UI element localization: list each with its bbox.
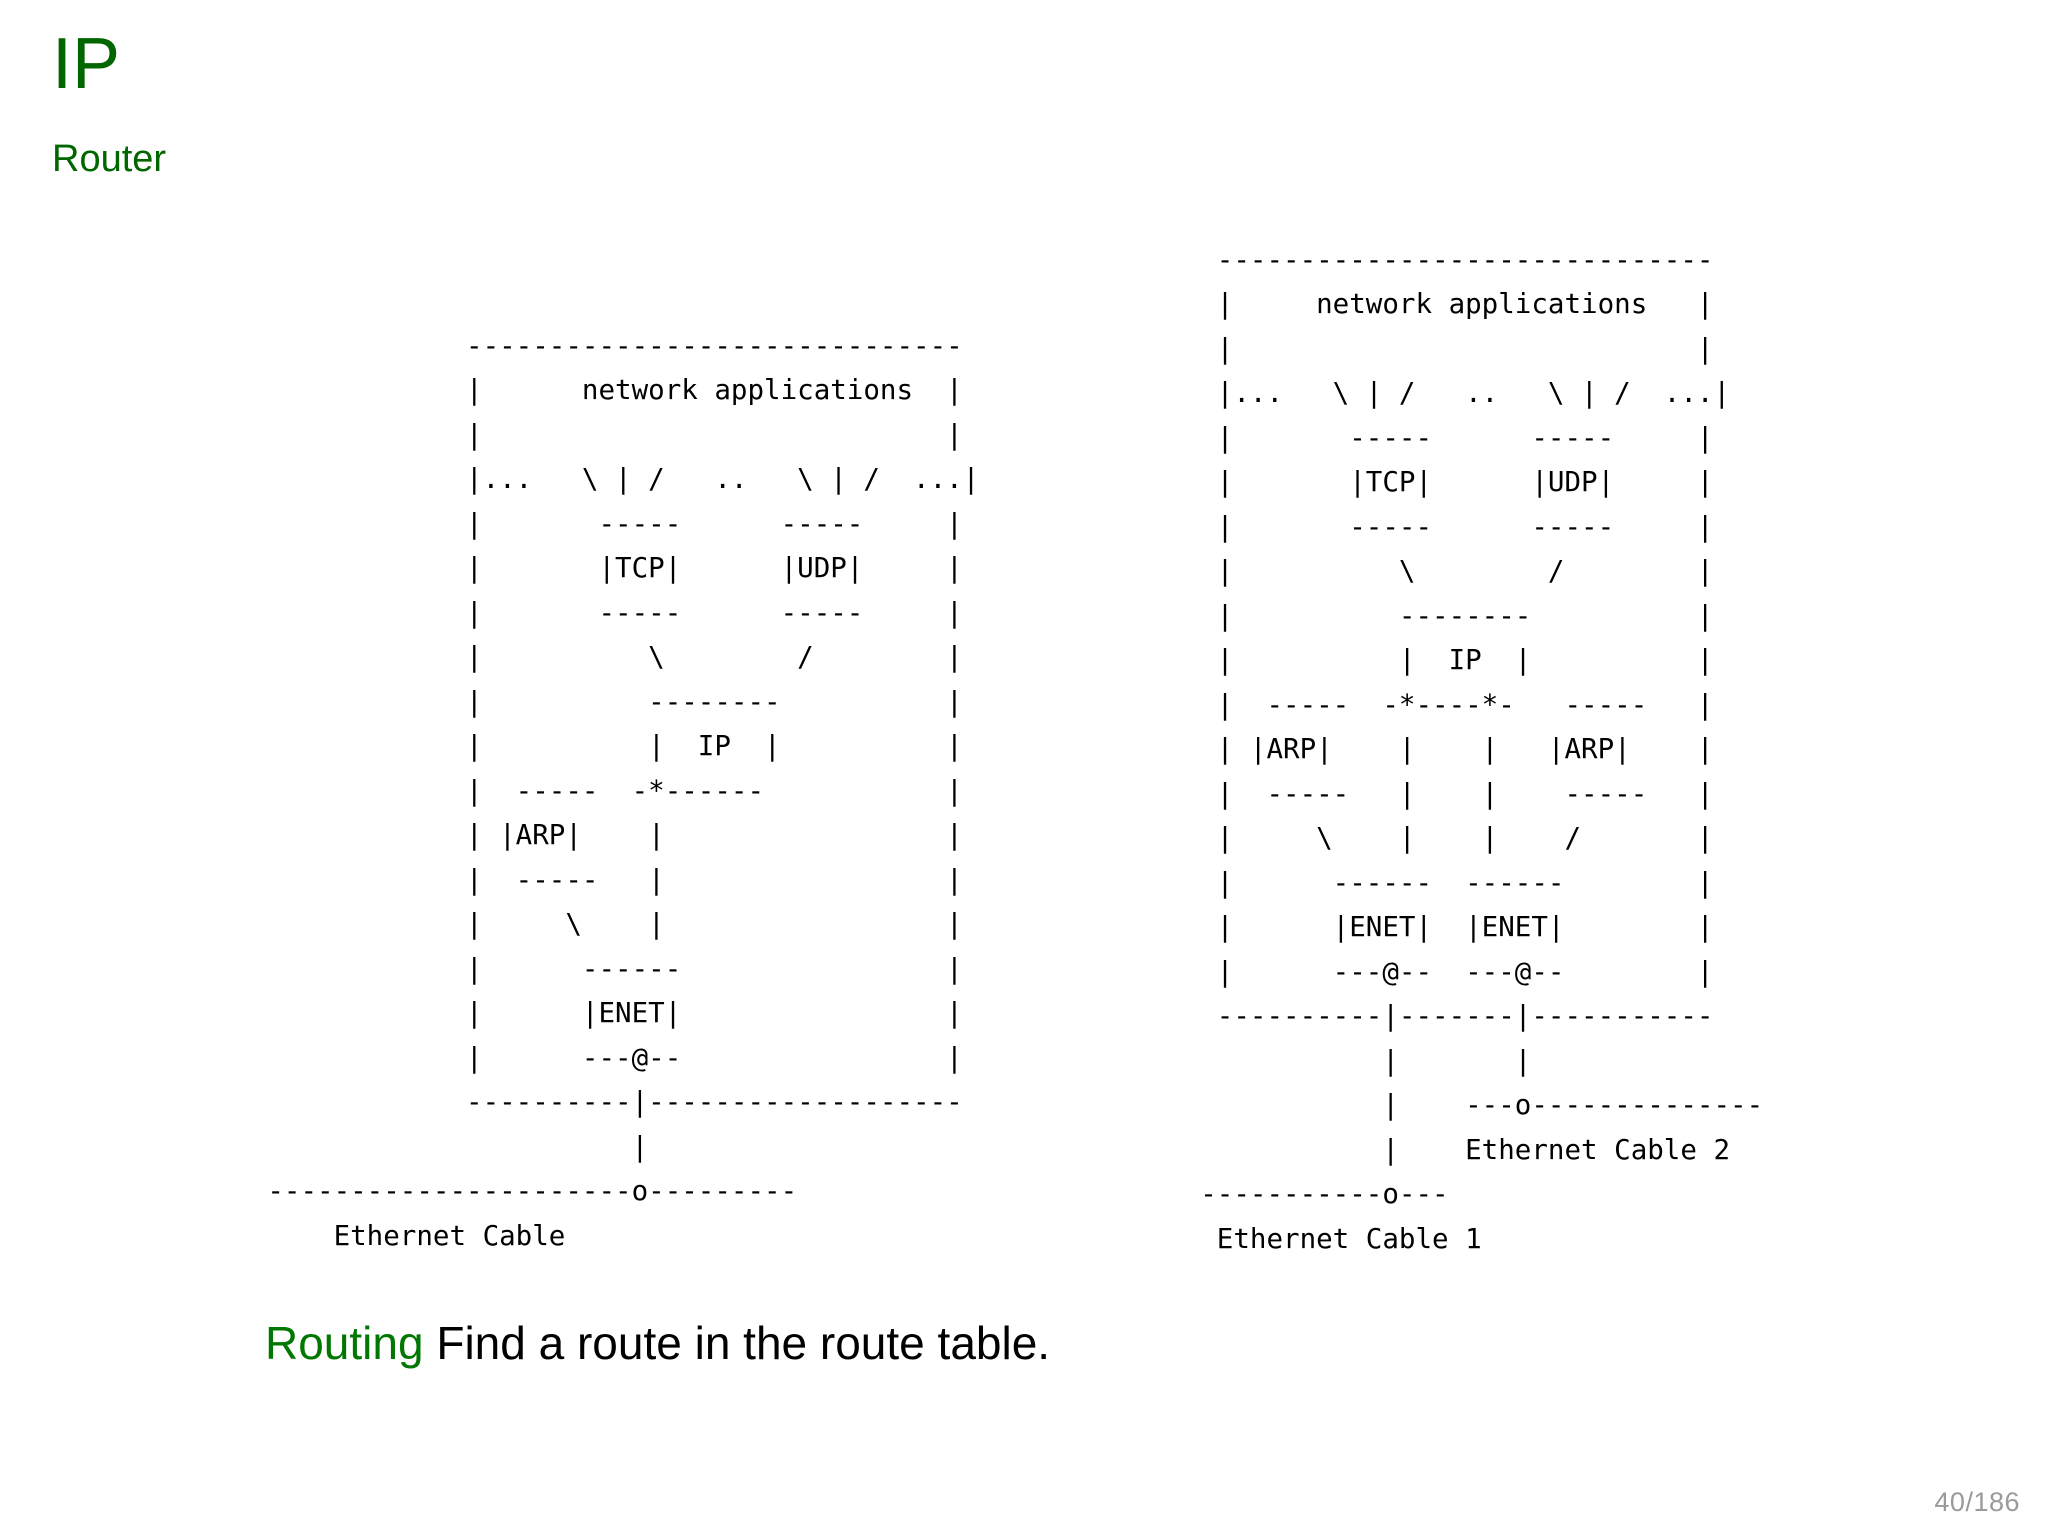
- ascii-diagram-router-stack: ------------------------------ | network…: [1200, 243, 1764, 1255]
- routing-term: Routing: [265, 1317, 424, 1369]
- page-title: IP: [52, 24, 121, 104]
- page-subtitle: Router: [52, 138, 167, 180]
- routing-description: Routing Find a route in the route table.: [265, 1317, 1051, 1370]
- ascii-diagram-host-stack: ------------------------------ | network…: [267, 329, 980, 1252]
- routing-description-text: Find a route in the route table.: [423, 1317, 1051, 1369]
- page-number: 40/186: [1934, 1487, 2020, 1517]
